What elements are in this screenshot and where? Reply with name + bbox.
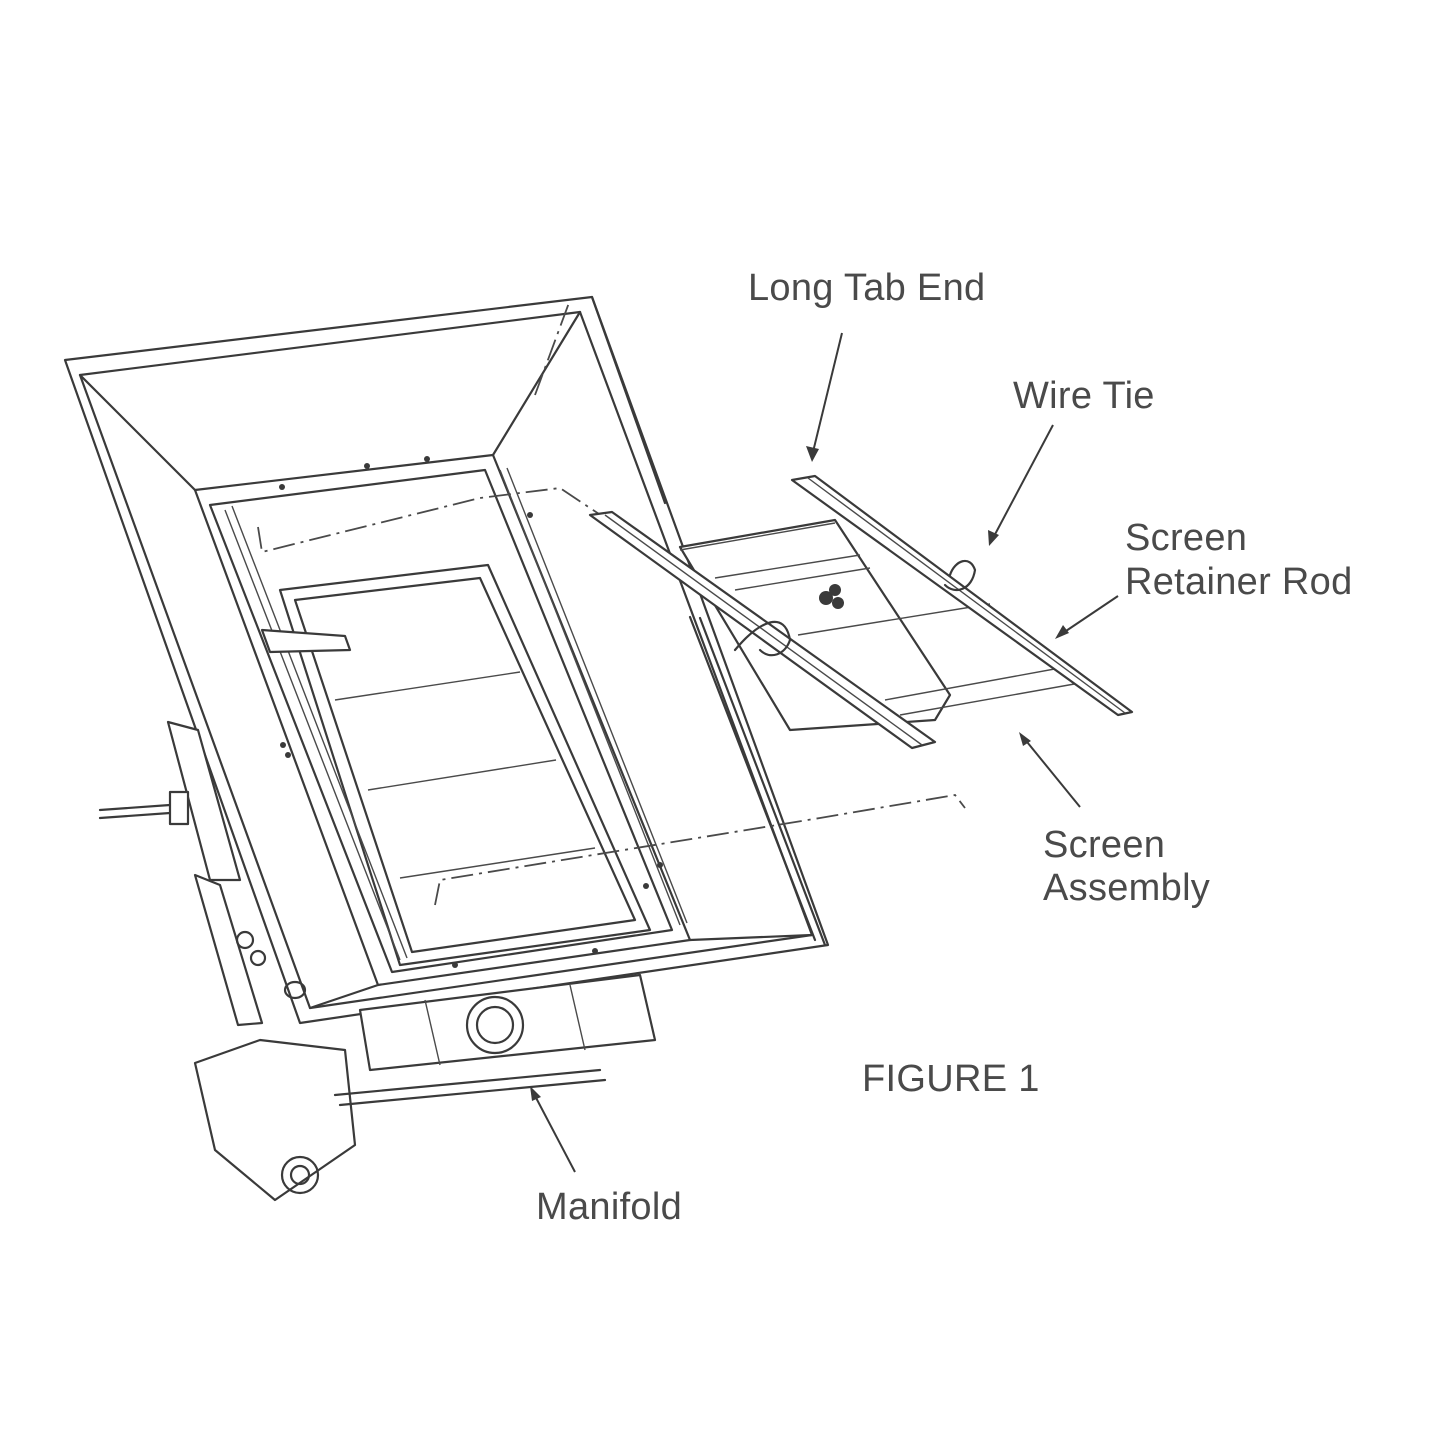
screen-assembly (678, 518, 1081, 732)
control-valve (98, 720, 607, 1202)
burner-box (63, 295, 830, 1025)
label-screen-retainer-rod-line2: Retainer Rod (1125, 561, 1353, 603)
label-screen-retainer-rod-line1: Screen (1125, 517, 1248, 559)
screen-retainer-rods (588, 474, 1134, 750)
label-screen-assembly-line2: Assembly (1043, 867, 1211, 909)
label-long-tab-end: Long Tab End (748, 267, 986, 309)
manifold-body (358, 973, 657, 1072)
housing-edge-lines (590, 295, 827, 947)
label-screen-assembly-line1: Screen (1043, 824, 1166, 866)
label-manifold: Manifold (536, 1186, 683, 1228)
leader-arrows (530, 332, 1119, 1173)
alignment-guides (257, 299, 966, 906)
label-wire-tie: Wire Tie (1013, 375, 1155, 417)
figure-title: FIGURE 1 (862, 1058, 1040, 1100)
